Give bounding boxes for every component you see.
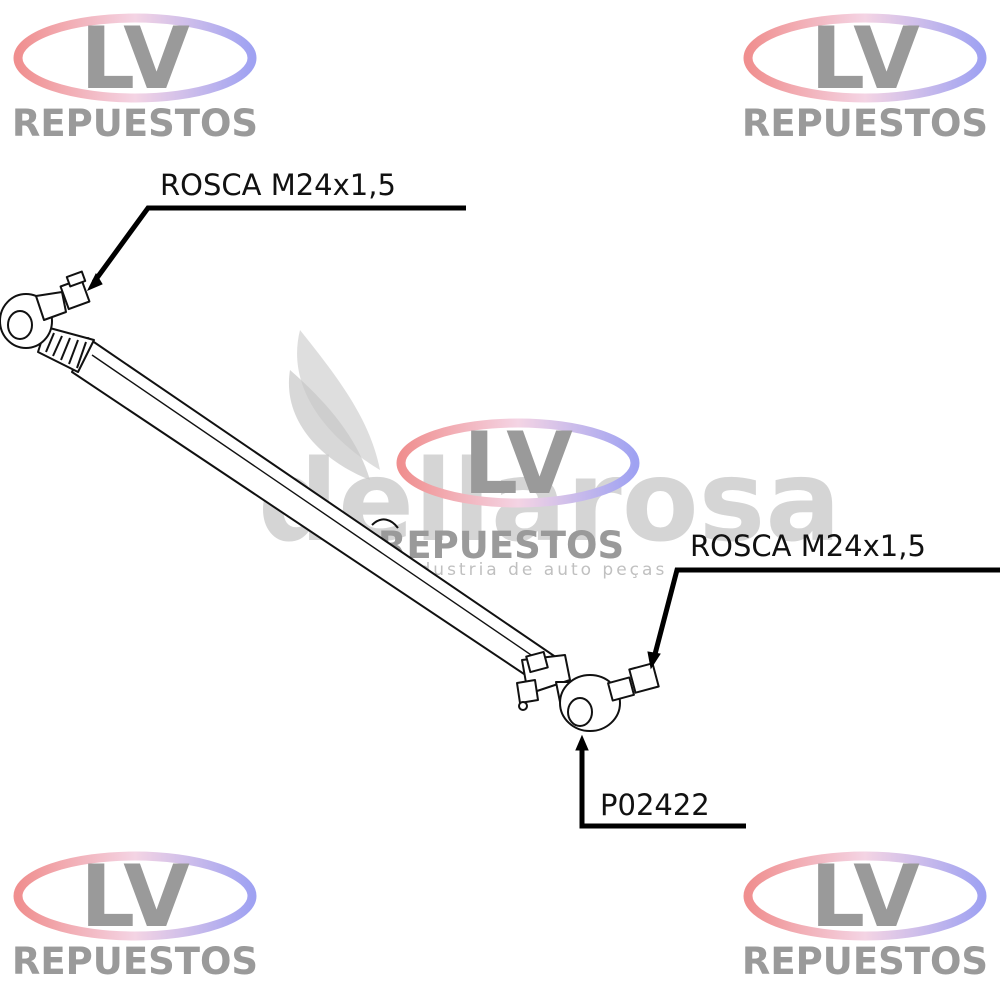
watermark-repuestos-text: REPUESTOS bbox=[12, 102, 258, 145]
lv-logo-top-right: LV REPUESTOS bbox=[742, 9, 988, 145]
center-watermark: dellarosa industria de auto peças LV REP… bbox=[258, 330, 841, 580]
left-threaded-sleeve bbox=[37, 326, 95, 373]
tie-rod-drawing bbox=[0, 270, 660, 732]
lv-logo-bottom-left: LV REPUESTOS bbox=[12, 847, 258, 983]
watermark-lv-text: LV bbox=[80, 847, 190, 947]
watermark-lv-text: LV bbox=[810, 847, 920, 947]
right-clamp bbox=[516, 650, 571, 711]
watermark-lv-text: LV bbox=[463, 414, 573, 514]
leader-line-right-thread bbox=[651, 567, 1000, 659]
watermark-repuestos-text: REPUESTOS bbox=[12, 940, 258, 983]
thread-label-left: ROSCA M24x1,5 bbox=[160, 168, 396, 202]
watermark-repuestos-text: REPUESTOS bbox=[742, 940, 988, 983]
thread-label-right: ROSCA M24x1,5 bbox=[690, 529, 926, 563]
right-ball-joint bbox=[555, 662, 660, 732]
leader-line-left-thread bbox=[91, 205, 466, 284]
leader-arrow-icon bbox=[86, 272, 103, 291]
watermark-repuestos-text: REPUESTOS bbox=[378, 524, 624, 567]
lv-logo-top-left: LV REPUESTOS bbox=[12, 9, 258, 145]
left-ball-joint bbox=[0, 270, 91, 349]
lv-logo-bottom-right: LV REPUESTOS bbox=[742, 847, 988, 983]
wing-icon bbox=[297, 330, 380, 470]
watermark-repuestos-text: REPUESTOS bbox=[742, 102, 988, 145]
watermark-lv-text: LV bbox=[80, 9, 190, 109]
watermark-tagline-text: industria de auto peças bbox=[398, 560, 667, 580]
leader-line-part-number bbox=[579, 745, 746, 829]
leader-lines bbox=[86, 205, 1000, 829]
watermark-lv-text: LV bbox=[810, 9, 920, 109]
leader-arrow-icon bbox=[647, 651, 661, 670]
leader-arrow-icon bbox=[575, 734, 589, 751]
part-number-label: P02422 bbox=[600, 788, 710, 822]
